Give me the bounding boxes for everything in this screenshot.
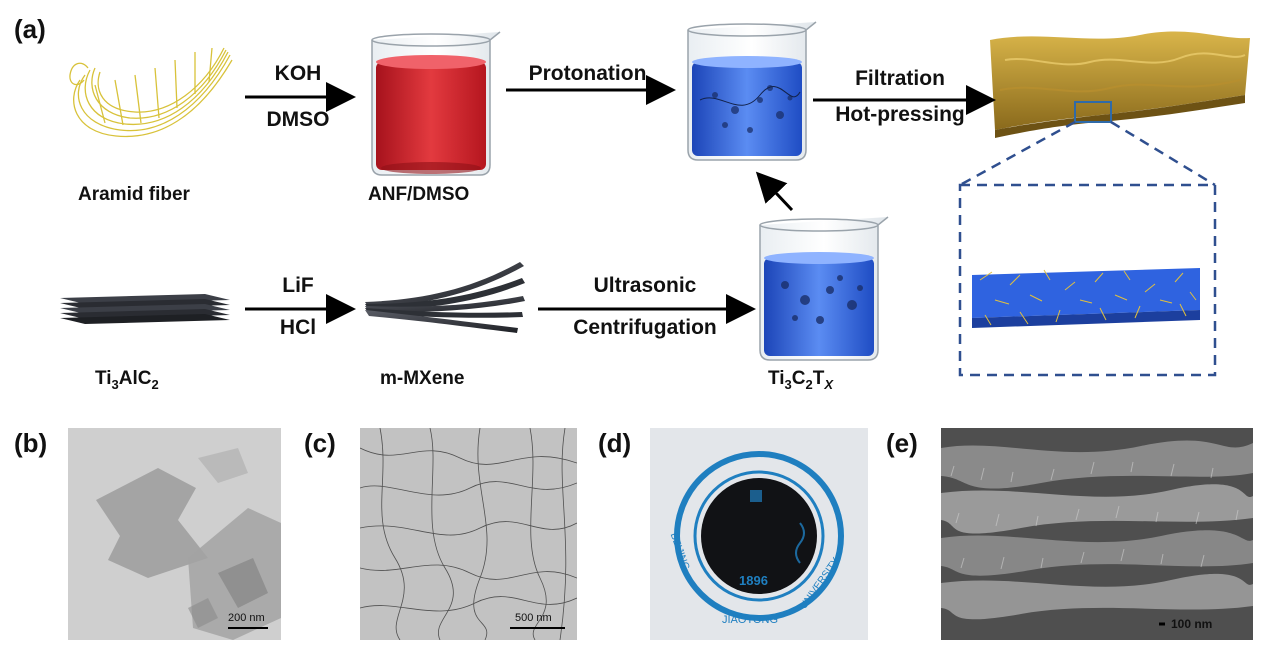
mmxene-illustration	[365, 262, 525, 333]
step-filtration: Filtration	[855, 67, 945, 90]
step-protonation: Protonation	[528, 62, 647, 85]
step-koh: KOH	[274, 62, 322, 85]
step-centrifugation: Centrifugation	[573, 316, 717, 339]
label-aramid-fiber: Aramid fiber	[78, 184, 190, 205]
panel-label-d: (d)	[598, 428, 632, 458]
beaker-anf-dmso	[371, 31, 501, 176]
tem-b-graphic	[68, 428, 281, 640]
label-ti3c2tx: Ti3C2TX	[768, 368, 834, 392]
panel-label-b: (b)	[14, 428, 48, 458]
logo-graphic	[650, 428, 868, 640]
step-hot-pressing: Hot-pressing	[835, 103, 965, 126]
logo-year: 1896	[739, 573, 768, 588]
university-seal	[674, 451, 844, 621]
panel-label-c: (c)	[304, 428, 336, 458]
ti3alc2-illustration	[60, 294, 230, 324]
panel-label-e: (e)	[886, 428, 918, 458]
zoom-box	[958, 120, 1217, 377]
tem-image-b: 200 nm	[68, 428, 281, 640]
beaker-ti3c2tx	[759, 216, 889, 361]
label-ti3alc2: Ti3AlC2	[95, 368, 159, 392]
label-m-mxene: m-MXene	[380, 368, 465, 389]
tem-image-c: 500 nm	[360, 428, 577, 640]
scale-label-b: 200 nm	[228, 612, 265, 624]
tem-c-graphic	[360, 428, 577, 640]
sem-e-graphic	[941, 428, 1253, 640]
aramid-fiber-illustration	[69, 47, 233, 138]
beaker-protonated	[687, 21, 817, 161]
logo-text-bottom: JIAOTONG	[722, 614, 779, 626]
step-ultrasonic: Ultrasonic	[593, 274, 697, 297]
step-hcl: HCl	[279, 316, 317, 339]
composite-film-illustration	[990, 31, 1250, 138]
step-lif: LiF	[282, 274, 314, 297]
arrow-merge	[755, 171, 794, 212]
scale-label-c: 500 nm	[515, 612, 552, 624]
step-dmso: DMSO	[266, 108, 330, 131]
process-arrows	[245, 75, 996, 324]
label-anf-dmso: ANF/DMSO	[368, 184, 470, 205]
scale-label-e: 100 nm	[1171, 617, 1213, 631]
photo-film-d: 1896 BEIJING JIAOTONG UNIVERSITY	[650, 428, 868, 640]
zoomed-layer-illustration	[972, 268, 1200, 328]
film-sample	[701, 478, 817, 594]
panel-label-a: (a)	[14, 14, 46, 44]
sem-image-e: 100 nm	[941, 428, 1253, 640]
